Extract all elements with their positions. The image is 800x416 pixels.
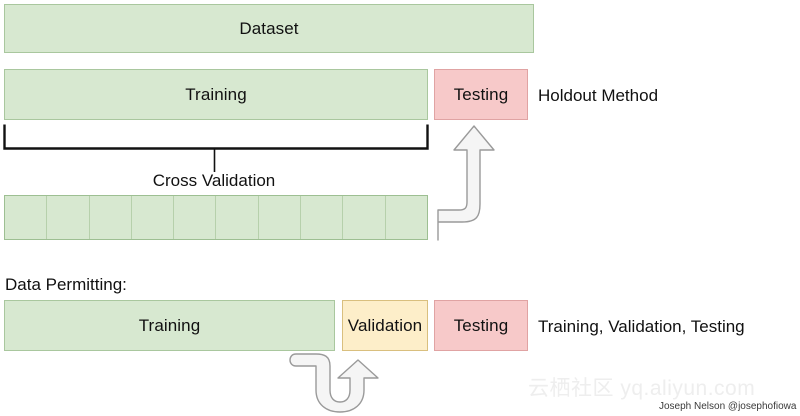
fold-cell xyxy=(301,196,344,239)
cross-validation-folds-bar xyxy=(4,195,428,240)
site-watermark: 云栖社区 yq.aliyun.com xyxy=(528,377,756,400)
permitting-validation-box: Validation xyxy=(342,300,428,351)
fold-cell xyxy=(131,196,175,239)
fold-cell xyxy=(343,196,386,239)
holdout-testing-label: Testing xyxy=(453,84,509,104)
permitting-testing-label: Testing xyxy=(453,315,509,335)
fold-cell xyxy=(5,196,48,239)
data-permitting-heading: Data Permitting: xyxy=(5,275,127,294)
training-validation-testing-caption: Training, Validation, Testing xyxy=(538,317,745,336)
cross-validation-bracket xyxy=(3,124,429,172)
permitting-validation-label: Validation xyxy=(347,315,423,335)
fold-cell xyxy=(385,196,427,239)
hooked-up-arrow-icon xyxy=(437,125,495,241)
author-attribution: Joseph Nelson @josephofiowa xyxy=(659,401,797,412)
permitting-testing-box: Testing xyxy=(434,300,528,351)
holdout-training-box: Training xyxy=(4,69,428,120)
fold-cell xyxy=(216,196,259,239)
fold-cell xyxy=(47,196,90,239)
fold-cell xyxy=(89,196,132,239)
permitting-training-box: Training xyxy=(4,300,335,351)
fold-cell xyxy=(174,196,217,239)
cross-validation-label: Cross Validation xyxy=(152,171,276,190)
u-turn-up-arrow-icon xyxy=(289,353,379,413)
dataset-box: Dataset xyxy=(4,4,534,53)
holdout-method-caption: Holdout Method xyxy=(538,86,659,105)
fold-cell xyxy=(258,196,302,239)
permitting-training-label: Training xyxy=(138,315,201,335)
holdout-testing-box: Testing xyxy=(434,69,528,120)
holdout-training-label: Training xyxy=(185,84,247,104)
dataset-label: Dataset xyxy=(239,18,299,38)
